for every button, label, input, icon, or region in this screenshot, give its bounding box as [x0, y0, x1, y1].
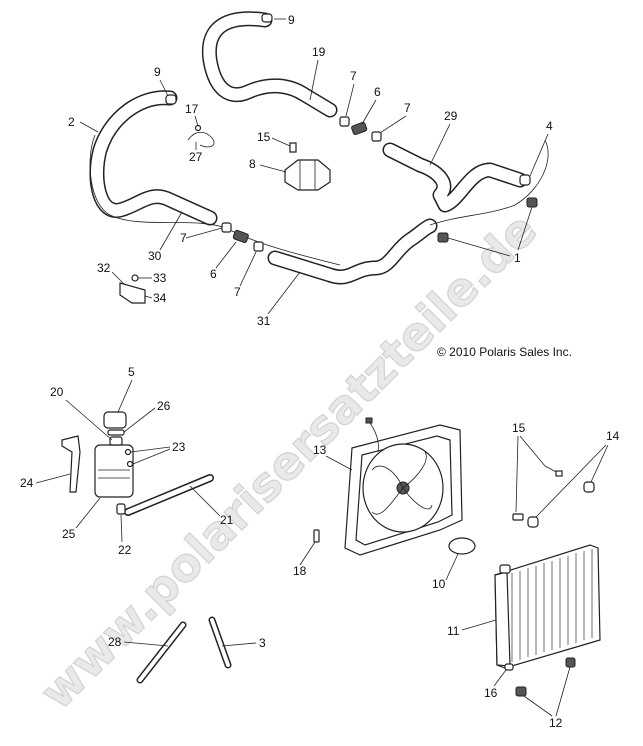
callout-12: 12: [549, 716, 563, 730]
callout-3: 3: [259, 636, 266, 650]
callout-26: 26: [157, 399, 171, 413]
fitting-4: [519, 174, 531, 186]
callout-7-a: 7: [350, 69, 357, 83]
clamp-7-b: [371, 131, 382, 142]
reservoir-callouts: 5 20 26 23 24 25 21 22: [20, 365, 234, 557]
fan-callouts: 13 18: [293, 443, 353, 578]
callout-23: 23: [172, 440, 186, 454]
bracket-8: [284, 159, 331, 191]
callout-15-top: 15: [257, 130, 271, 144]
callout-17: 17: [185, 102, 199, 116]
callout-9-top: 9: [288, 13, 295, 27]
coupler-6-a: [351, 121, 368, 136]
callout-29: 29: [444, 109, 458, 123]
callout-1: 1: [514, 251, 521, 265]
callout-10: 10: [432, 577, 446, 591]
cap-5: [103, 411, 127, 429]
clamp-7-d: [253, 241, 264, 252]
callout-27: 27: [189, 150, 203, 164]
callout-4: 4: [546, 119, 553, 133]
grommet-14-b: [527, 516, 539, 528]
callout-22: 22: [118, 543, 132, 557]
nut-12-a: [515, 686, 527, 697]
callout-7-c: 7: [180, 231, 187, 245]
reservoir-group: [61, 411, 214, 516]
clamp-9-left: [165, 94, 177, 105]
radiator-cap-10: [448, 537, 476, 555]
callout-15-right: 15: [512, 421, 526, 435]
callout-14: 14: [606, 429, 620, 443]
clamp-9-top: [261, 13, 273, 23]
callout-2: 2: [68, 115, 75, 129]
copyright-text: © 2010 Polaris Sales Inc.: [437, 345, 572, 359]
filler-neck: [499, 564, 511, 574]
callout-18: 18: [293, 564, 307, 578]
neck-20: [109, 436, 123, 446]
callout-24: 24: [20, 476, 34, 490]
callout-31: 31: [257, 314, 271, 328]
upper-hose-group: [89, 11, 549, 304]
clamp-7-a: [339, 116, 350, 127]
clamp-7-c: [221, 222, 232, 233]
fan-assembly: [313, 417, 463, 556]
callout-33: 33: [153, 271, 167, 285]
nut-12-b: [565, 657, 576, 668]
callout-30: 30: [148, 249, 162, 263]
callout-8: 8: [249, 157, 256, 171]
grommet-16: [504, 663, 514, 671]
grommet-14-a: [583, 481, 595, 493]
callout-13: 13: [313, 443, 327, 457]
callout-19: 19: [312, 45, 326, 59]
clamp-1-a: [526, 197, 538, 208]
callout-25: 25: [62, 527, 76, 541]
callout-34: 34: [153, 291, 167, 305]
callout-5: 5: [128, 365, 135, 379]
callout-7-d: 7: [234, 285, 241, 299]
radiator-callouts: 15 14 10 11 16 12: [432, 421, 620, 730]
callout-7-b: 7: [404, 101, 411, 115]
bracket-34: [119, 282, 146, 304]
radiator-assembly: [448, 465, 601, 697]
callout-32: 32: [97, 261, 111, 275]
loose-hoses: [136, 616, 232, 684]
callout-9-left: 9: [154, 65, 161, 79]
coupler-6-b: [232, 229, 249, 244]
bracket-24: [61, 435, 81, 493]
callout-6-b: 6: [210, 267, 217, 281]
clamp-1-b: [437, 232, 449, 243]
callout-16: 16: [484, 686, 498, 700]
callout-6-a: 6: [374, 85, 381, 99]
callout-28: 28: [108, 635, 122, 649]
bolt-18: [313, 529, 320, 543]
loose-hose-callouts: 28 3: [108, 635, 266, 650]
callout-20: 20: [50, 385, 64, 399]
fitting-22: [116, 503, 126, 515]
bolt-15-b: [512, 513, 524, 521]
bolt-15-top: [289, 142, 297, 153]
upper-callouts: 9 19 9 7 6 7 29 4 2 17 27 15 8 30 7 6 7 …: [68, 13, 553, 328]
clip-27: [187, 131, 215, 148]
callout-21: 21: [220, 513, 234, 527]
callout-11: 11: [447, 624, 460, 638]
seal-26: [107, 429, 125, 436]
